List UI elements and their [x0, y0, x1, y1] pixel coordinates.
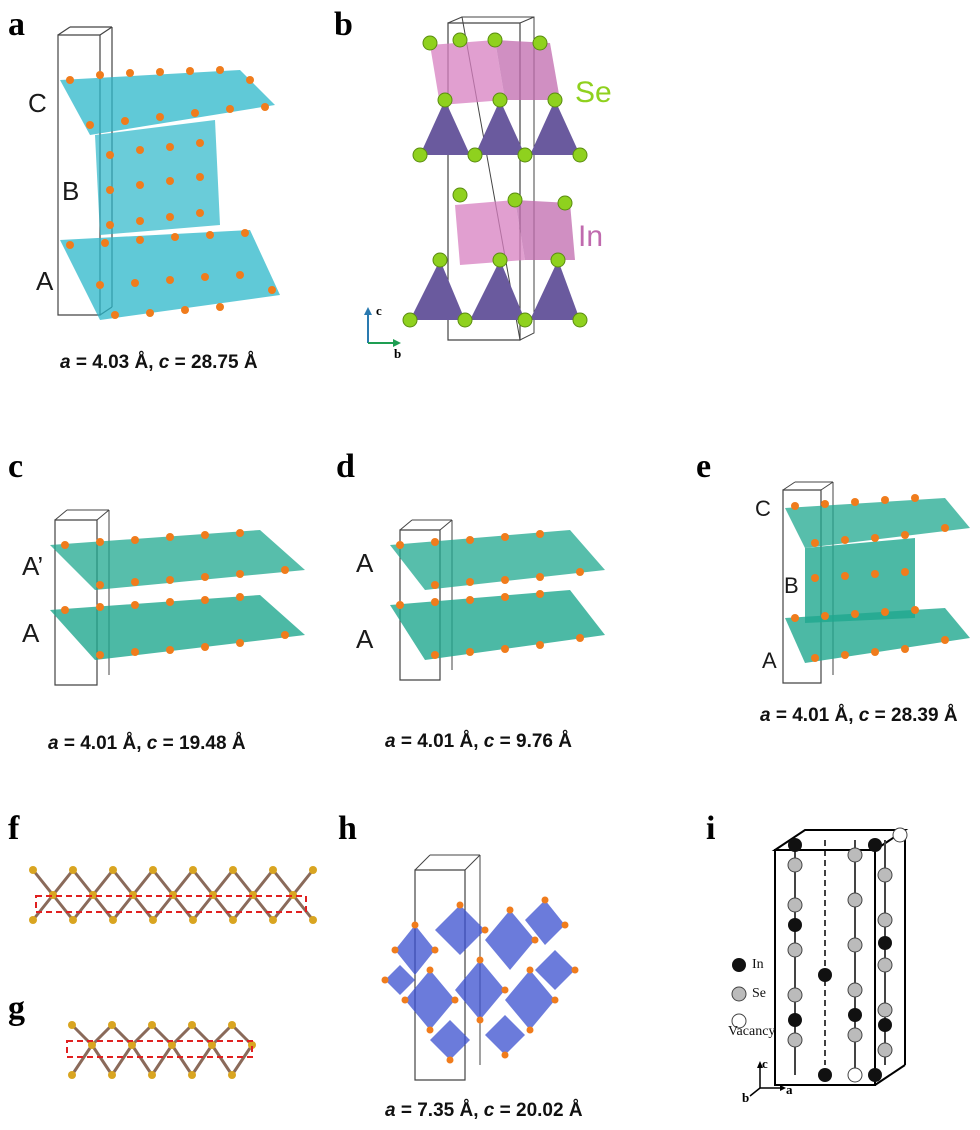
legend-symbols-i — [731, 958, 747, 1029]
axis-label-b-i: b — [742, 1090, 750, 1105]
layer-label-c-e: C — [755, 496, 771, 521]
caption-a: a = 4.03 Å, c = 28.75 Å — [60, 352, 258, 373]
caption-d: a = 4.01 Å, c = 9.76 Å — [385, 731, 572, 752]
structure-f-illustration — [29, 866, 317, 924]
panel-letter-g: g — [8, 990, 25, 1027]
axis-label-c-i: c — [762, 1056, 768, 1071]
structure-a-illustration — [57, 26, 280, 320]
panel-letter-d: d — [336, 448, 355, 485]
structure-g-illustration — [66, 1021, 256, 1079]
legend-label-in: In — [752, 957, 764, 972]
layer-label-a: A — [36, 266, 54, 296]
panel-letter-c: c — [8, 448, 24, 485]
layer-label-a-lower-d: A — [356, 624, 374, 654]
panel-letter-e: e — [696, 448, 712, 485]
axis-arrows-b-icon — [364, 307, 401, 347]
layer-label-a-upper-d: A — [356, 548, 374, 578]
layer-label-a-prime: A’ — [22, 551, 44, 581]
caption-e: a = 4.01 Å, c = 28.39 Å — [760, 705, 958, 726]
caption-h: a = 7.35 Å, c = 20.02 Å — [385, 1100, 583, 1121]
element-label-se: Se — [575, 76, 612, 109]
layer-label-c: C — [28, 88, 47, 118]
layer-label-b: B — [62, 176, 80, 206]
axis-label-a-i: a — [786, 1082, 793, 1097]
structure-d-illustration — [390, 519, 605, 681]
legend-label-vacancy: Vacancy — [728, 1024, 776, 1039]
layer-label-a-lower: A — [22, 618, 40, 648]
axis-arrows-i-icon — [749, 1061, 786, 1097]
structure-h-illustration — [381, 854, 579, 1081]
structure-i-illustration — [771, 827, 909, 1086]
axis-label-b-b: b — [394, 346, 402, 361]
panel-letter-b: b — [334, 6, 353, 43]
panel-letter-a: a — [8, 6, 25, 43]
structure-b-illustration — [402, 16, 588, 341]
panel-letter-i: i — [706, 810, 716, 847]
axis-label-c-b: c — [376, 303, 382, 318]
caption-c: a = 4.01 Å, c = 19.48 Å — [48, 733, 246, 754]
layer-label-b-e: B — [784, 573, 799, 598]
layer-label-a-e: A — [762, 648, 777, 673]
panel-letter-f: f — [8, 810, 20, 847]
element-label-in: In — [578, 220, 604, 253]
legend-label-se: Se — [752, 986, 766, 1001]
structure-e-illustration — [782, 481, 970, 684]
structure-c-illustration — [50, 509, 305, 686]
panel-letter-h: h — [338, 810, 357, 847]
